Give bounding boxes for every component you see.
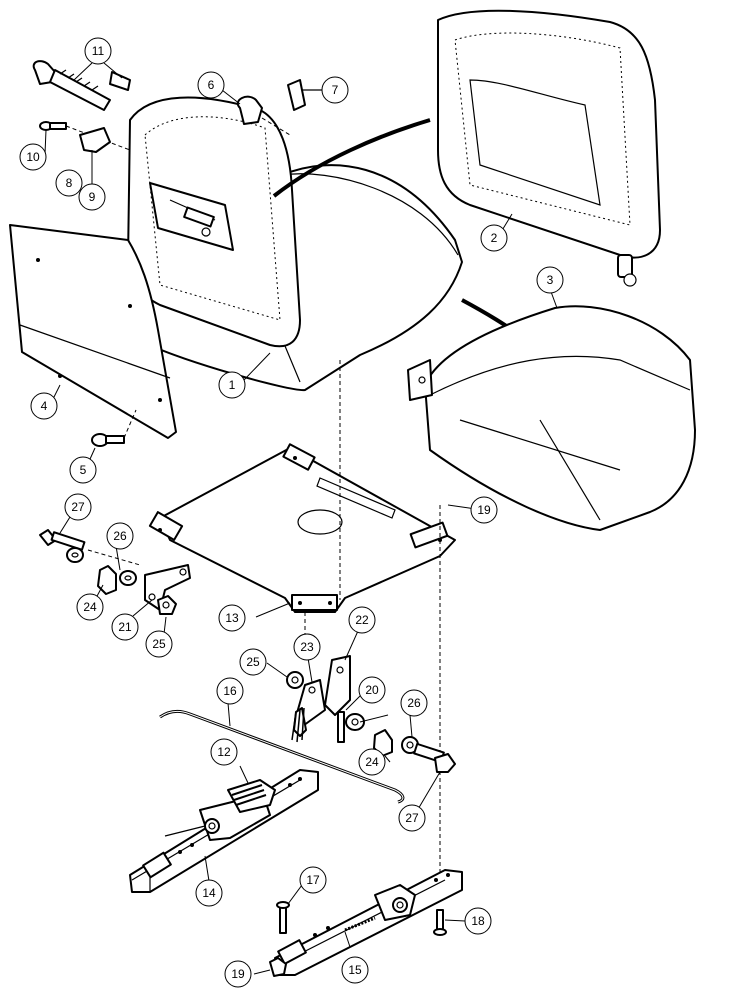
callout-19-bottom: 19 [224, 960, 252, 988]
back-cover [437, 9, 661, 287]
svg-text:13: 13 [225, 611, 239, 625]
callout-24-center: 24 [358, 748, 386, 776]
callout-26-center: 26 [400, 689, 428, 717]
svg-text:19: 19 [231, 967, 245, 981]
svg-text:25: 25 [152, 637, 166, 651]
callout-2: 2 [480, 224, 508, 252]
seat-assembly [127, 96, 463, 392]
side-panel [9, 224, 177, 439]
callout-7: 7 [321, 76, 349, 104]
svg-text:16: 16 [223, 684, 237, 698]
callout-9: 9 [78, 183, 106, 211]
svg-text:10: 10 [26, 150, 40, 164]
screw-5 [91, 409, 137, 447]
callout-25-center: 25 [239, 648, 267, 676]
callout-11: 11 [84, 37, 112, 65]
svg-text:12: 12 [217, 745, 231, 759]
callout-10: 10 [19, 143, 47, 171]
callout-4: 4 [30, 392, 58, 420]
svg-text:15: 15 [348, 963, 362, 977]
svg-text:26: 26 [113, 529, 127, 543]
callout-26-left: 26 [106, 522, 134, 550]
center-hardware [286, 655, 456, 773]
callout-19-top: 19 [470, 496, 498, 524]
svg-text:6: 6 [208, 78, 215, 92]
left-slide-rail [129, 769, 319, 893]
svg-text:25: 25 [246, 655, 260, 669]
svg-text:7: 7 [332, 83, 339, 97]
callout-25-left: 25 [145, 630, 173, 658]
left-hardware [39, 529, 191, 615]
callout-27-left: 27 [64, 493, 92, 521]
svg-text:9: 9 [89, 190, 96, 204]
svg-text:24: 24 [83, 600, 97, 614]
svg-text:1: 1 [229, 378, 236, 392]
rod [159, 709, 405, 804]
callout-13: 13 [218, 604, 246, 632]
svg-text:4: 4 [41, 399, 48, 413]
callout-27-center: 27 [398, 804, 426, 832]
callout-12: 12 [210, 738, 238, 766]
callout-21: 21 [111, 613, 139, 641]
callout-16: 16 [216, 677, 244, 705]
svg-text:24: 24 [365, 755, 379, 769]
callout-22: 22 [348, 606, 376, 634]
callout-24-left: 24 [76, 593, 104, 621]
svg-text:11: 11 [92, 44, 105, 58]
svg-text:23: 23 [300, 640, 314, 654]
callout-18: 18 [464, 907, 492, 935]
base-plate [148, 360, 456, 900]
svg-text:3: 3 [547, 273, 554, 287]
svg-text:22: 22 [355, 613, 369, 627]
callout-8: 8 [55, 169, 83, 197]
svg-text:21: 21 [118, 620, 132, 634]
callout-3: 3 [536, 266, 564, 294]
svg-text:19: 19 [477, 503, 491, 517]
callout-20: 20 [358, 676, 386, 704]
right-slide-rail [269, 869, 463, 977]
svg-text:2: 2 [491, 231, 498, 245]
callout-5: 5 [69, 456, 97, 484]
callout-6: 6 [197, 71, 225, 99]
svg-text:14: 14 [202, 886, 216, 900]
callout-23: 23 [293, 633, 321, 661]
callout-1: 1 [218, 371, 246, 399]
callout-15: 15 [341, 956, 369, 984]
svg-text:17: 17 [306, 873, 320, 887]
svg-text:5: 5 [80, 463, 87, 477]
callout-17: 17 [299, 866, 327, 894]
svg-text:27: 27 [405, 811, 419, 825]
svg-text:26: 26 [407, 696, 421, 710]
callout-14: 14 [195, 879, 223, 907]
seat-cushion-cover [407, 298, 696, 531]
svg-text:18: 18 [471, 914, 485, 928]
adjustment-knob-assembly [32, 60, 322, 153]
callouts: 11 6 7 10 8 9 2 3 1 4 5 27 19 26 24 21 2… [19, 37, 564, 988]
svg-text:20: 20 [365, 683, 379, 697]
svg-text:27: 27 [71, 500, 85, 514]
svg-text:8: 8 [66, 176, 73, 190]
